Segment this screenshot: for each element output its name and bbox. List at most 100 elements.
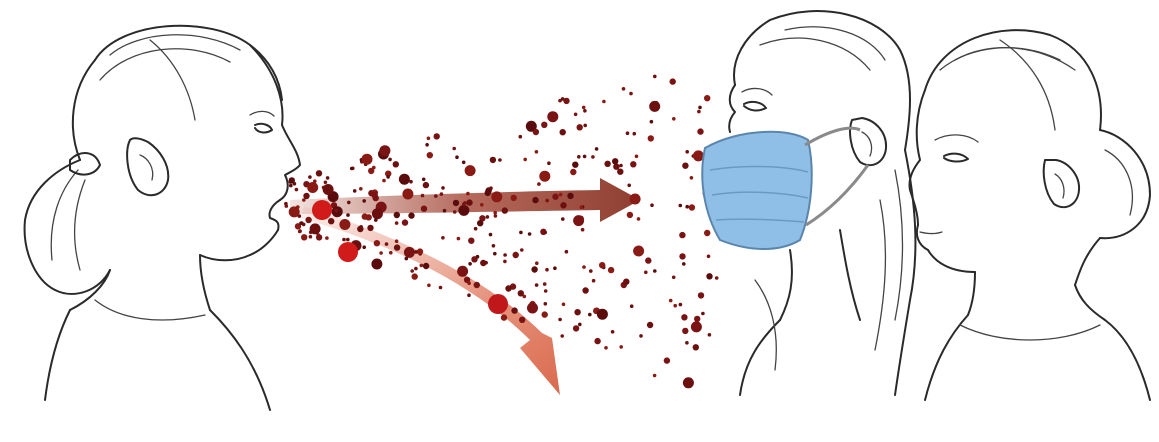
droplet xyxy=(490,157,496,163)
droplet xyxy=(462,202,466,206)
droplet xyxy=(421,194,425,198)
droplet xyxy=(672,276,676,280)
droplet xyxy=(653,374,657,378)
droplet xyxy=(493,211,497,215)
droplet xyxy=(583,155,587,159)
droplet xyxy=(379,145,390,156)
droplet xyxy=(285,204,289,208)
droplet xyxy=(560,202,566,208)
droplet xyxy=(535,283,539,287)
droplet xyxy=(335,209,339,213)
droplet xyxy=(630,194,641,205)
droplet xyxy=(679,204,683,208)
droplet xyxy=(690,176,694,180)
droplet xyxy=(679,253,685,259)
droplet xyxy=(326,176,330,180)
droplet xyxy=(421,206,427,212)
droplet xyxy=(664,357,670,363)
droplet xyxy=(316,170,322,176)
droplet xyxy=(307,182,318,193)
droplet xyxy=(402,189,413,200)
droplet xyxy=(573,325,579,331)
droplet xyxy=(682,328,688,334)
droplet xyxy=(511,195,517,201)
droplet xyxy=(637,217,641,221)
droplet xyxy=(385,242,389,246)
droplet xyxy=(583,124,587,128)
droplet xyxy=(362,154,373,165)
droplet xyxy=(535,150,539,154)
droplet xyxy=(573,215,584,226)
masked-woman-figure xyxy=(702,11,915,395)
droplet xyxy=(588,313,592,317)
droplet xyxy=(547,161,551,165)
droplet xyxy=(698,106,702,110)
droplet xyxy=(453,210,457,214)
droplet xyxy=(489,186,493,190)
droplet xyxy=(466,199,472,205)
droplet xyxy=(295,188,299,192)
droplet xyxy=(440,192,444,196)
droplet xyxy=(532,197,538,203)
droplet xyxy=(389,251,393,255)
droplet xyxy=(693,344,699,350)
droplet xyxy=(494,214,498,218)
droplet xyxy=(399,174,410,185)
droplet xyxy=(457,266,468,277)
droplet xyxy=(650,120,654,124)
droplet xyxy=(347,201,351,205)
droplet xyxy=(505,285,511,291)
droplet xyxy=(301,234,307,240)
droplet xyxy=(685,150,689,154)
droplet xyxy=(602,100,606,104)
droplet xyxy=(388,158,392,162)
droplet xyxy=(316,234,322,240)
droplet xyxy=(362,245,366,249)
droplet xyxy=(480,260,486,266)
droplet xyxy=(689,204,695,210)
droplet xyxy=(491,191,502,202)
droplet xyxy=(547,111,558,122)
droplet xyxy=(653,269,657,273)
droplet xyxy=(528,232,532,236)
droplet xyxy=(309,235,313,239)
droplet xyxy=(468,238,474,244)
droplet xyxy=(503,260,507,264)
droplet xyxy=(580,205,584,209)
droplet xyxy=(427,137,431,141)
droplet xyxy=(619,345,623,349)
droplet xyxy=(289,206,300,217)
droplet xyxy=(513,252,519,258)
droplet xyxy=(305,217,311,223)
droplet xyxy=(613,164,619,170)
droplet xyxy=(635,155,639,159)
droplet xyxy=(653,75,657,79)
droplet xyxy=(423,263,429,269)
droplet xyxy=(562,303,566,307)
droplet xyxy=(560,129,566,135)
droplet xyxy=(650,203,654,207)
droplet xyxy=(382,179,386,183)
droplet xyxy=(323,184,334,195)
droplet xyxy=(325,236,329,240)
droplet xyxy=(298,230,302,234)
droplet xyxy=(468,262,472,266)
droplet xyxy=(670,78,676,84)
droplet xyxy=(589,269,593,273)
droplet xyxy=(350,167,354,171)
droplet xyxy=(511,307,517,313)
droplet xyxy=(372,208,383,219)
droplet xyxy=(368,168,374,174)
droplet xyxy=(597,309,608,320)
droplet xyxy=(486,215,490,219)
droplet xyxy=(519,231,523,235)
droplet xyxy=(414,250,418,254)
droplet xyxy=(523,158,527,162)
droplet xyxy=(537,182,541,186)
droplet xyxy=(502,207,508,213)
droplet xyxy=(617,169,623,175)
droplet xyxy=(420,264,424,268)
droplet xyxy=(393,161,399,167)
droplet xyxy=(427,152,433,158)
